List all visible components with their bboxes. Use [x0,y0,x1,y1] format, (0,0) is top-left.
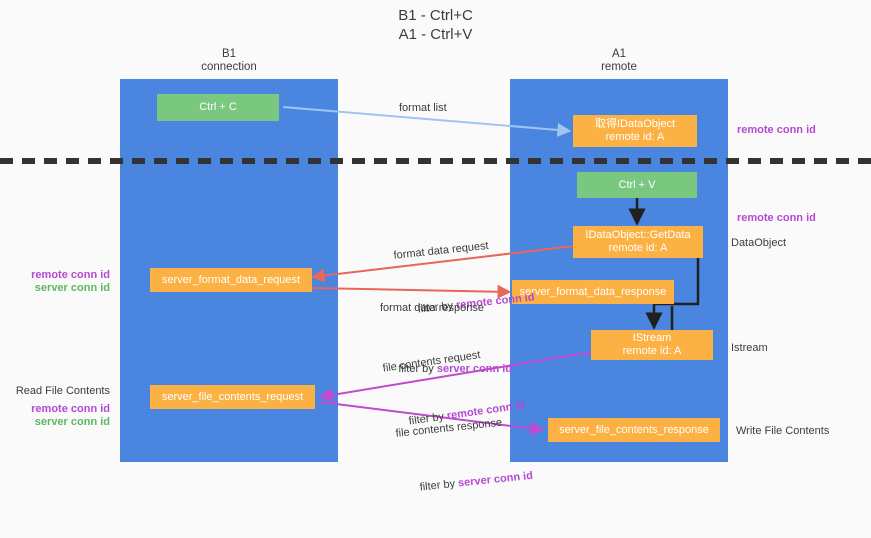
annotation-read-file-contents: Read File Contents [15,385,110,397]
edge-label-format-data-response: format data response filter by server co… [380,273,512,418]
filter-prefix: filter by [419,477,459,494]
node-get-idataobject[interactable]: 取得IDataObject remote id: A [573,115,697,147]
annotation-write-file-contents: Write File Contents [736,425,830,437]
node-server-file-contents-request[interactable]: server_file_contents_request [150,385,315,409]
node-server-format-data-request[interactable]: server_format_data_request [150,268,312,292]
left-column-header: B1 connection [201,48,257,73]
edge-label-file-contents-request-line1: file contents request [382,349,482,375]
right-column-header: A1 remote [601,48,637,73]
diagram-title: B1 - Ctrl+C A1 - Ctrl+V [398,7,473,43]
annotation-dataobject: DataObject [731,237,787,249]
node-idataobject-getdata[interactable]: IDataObject::GetData remote id: A [573,226,703,258]
filter-key-server-conn-id-2: server conn id [457,469,534,490]
edge-label-file-contents-response: file contents response filter by server … [392,385,538,538]
node-ctrl-v[interactable]: Ctrl + V [577,172,697,198]
edge-label-format-data-response-line2: filter by server conn id [380,348,512,390]
filter-key-server-conn-id: server conn id [436,363,513,375]
annotation-left-remote-conn-id: remote conn id [31,269,110,281]
annotation-left-server-conn-id-2: server conn id [34,416,110,428]
edge-label-file-contents-response-line2: filter by server conn id [399,455,535,511]
annotation-istream: Istream [731,342,768,354]
edge-label-format-data-response-line1: format data response [380,302,484,314]
node-server-format-data-response[interactable]: server_format_data_response [512,280,674,304]
edge-label-file-contents-response-line1: file contents response [395,416,503,440]
filter-prefix: filter by [398,363,437,375]
diagram-canvas: B1 - Ctrl+C A1 - Ctrl+V B1 connection A1… [0,7,871,494]
edge-label-format-data-request-line1: format data request [393,239,490,262]
node-ctrl-c[interactable]: Ctrl + C [157,94,279,121]
annotation-remote-conn-id-mid: remote conn id [737,212,816,224]
node-server-file-contents-response[interactable]: server_file_contents_response [548,418,720,442]
node-istream[interactable]: IStream remote id: A [591,330,713,360]
edge-label-format-list: format list [399,102,447,114]
annotation-left-server-conn-id: server conn id [34,282,110,294]
annotation-left-remote-conn-id-2: remote conn id [31,403,110,415]
annotation-remote-conn-id-top: remote conn id [737,124,816,136]
